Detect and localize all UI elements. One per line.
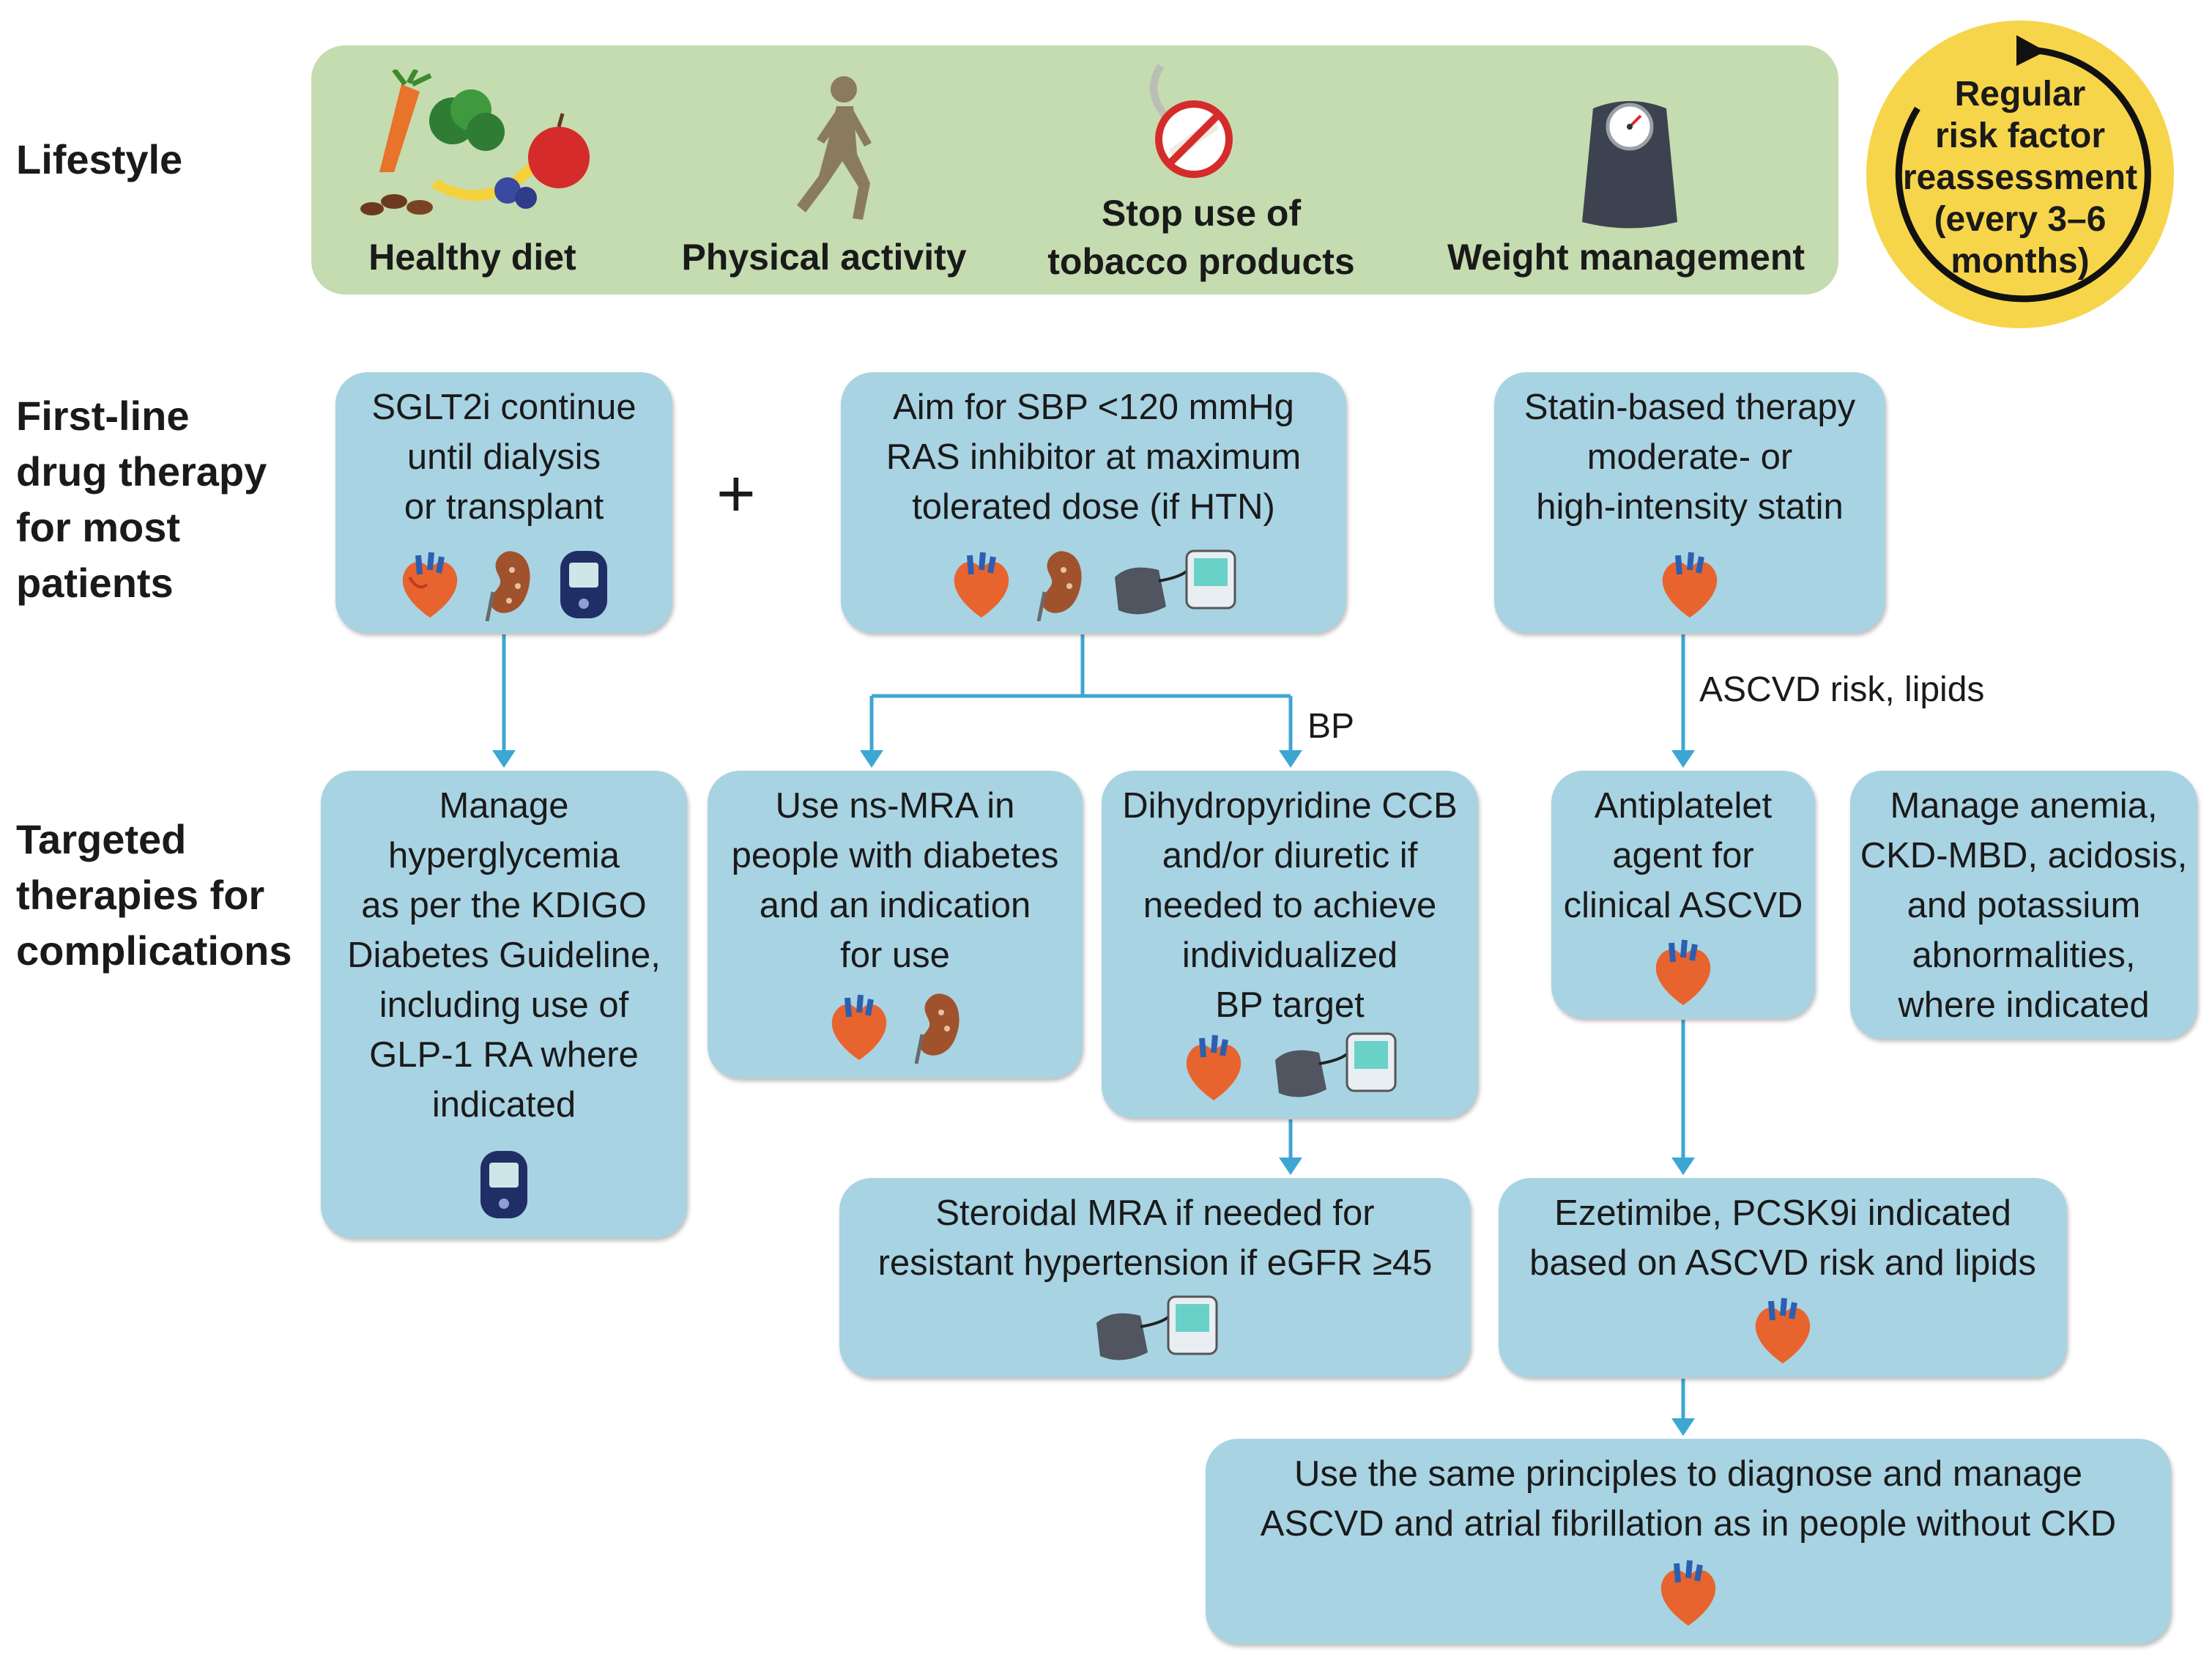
heart-icon xyxy=(1662,552,1718,618)
plus-sign: + xyxy=(716,456,756,531)
heart-icon xyxy=(1655,939,1711,1005)
bp-monitor-icon xyxy=(1115,549,1236,615)
bp-monitor-icon xyxy=(1096,1295,1218,1360)
runner-icon xyxy=(797,76,872,220)
no-smoking-icon xyxy=(1150,64,1233,178)
row-label-first-line: First-line drug therapy for most patient… xyxy=(16,393,267,606)
box-ns-mra: Use ns-MRA in people with diabetes and a… xyxy=(708,771,1083,1078)
circular-arrow-icon xyxy=(1895,35,2151,303)
heart-icon xyxy=(1186,1034,1242,1100)
box-ras-inhibitor: Aim for SBP <120 mmHg RAS inhibitor at m… xyxy=(841,372,1346,633)
box-same-principles: Use the same principles to diagnose and … xyxy=(1206,1439,2171,1644)
kidney-icon xyxy=(914,993,960,1064)
healthy-diet-icon xyxy=(360,70,590,215)
edge-label-ascvd: ASCVD risk, lipids xyxy=(1699,670,1985,709)
reassessment-text: Regular risk factor reassessment (every … xyxy=(1902,75,2138,281)
kidney-icon xyxy=(485,551,530,621)
box-ccb: Dihydropyridine CCB and/or diuretic if n… xyxy=(1102,771,1478,1118)
heart-icon xyxy=(831,994,887,1060)
glucose-meter-icon xyxy=(480,1151,527,1218)
box-anemia: Manage anemia, CKD-MBD, acidosis, and po… xyxy=(1850,771,2197,1039)
heart-icon xyxy=(1755,1297,1811,1363)
box-antiplatelet: Antiplatelet agent for clinical ASCVD xyxy=(1551,771,1815,1018)
heart-icon xyxy=(1660,1560,1716,1626)
box-hyperglycemia: Manage hyperglycemia as per the KDIGO Di… xyxy=(321,771,687,1238)
box-statin: Statin-based therapy moderate- or high-i… xyxy=(1494,372,1885,633)
weight-scale-icon xyxy=(1582,101,1677,229)
lifestyle-healthy-diet: Healthy diet xyxy=(368,237,576,278)
box-steroidal-mra: Steroidal MRA if needed for resistant hy… xyxy=(839,1178,1471,1377)
heart-icon xyxy=(954,552,1009,618)
box-ezetimibe: Ezetimibe, PCSK9i indicated based on ASC… xyxy=(1499,1178,2067,1377)
lifestyle-weight-management: Weight management xyxy=(1447,237,1805,278)
glucose-meter-icon xyxy=(560,551,607,618)
box-sglt2i: SGLT2i continue until dialysis or transp… xyxy=(335,372,672,633)
row-label-lifestyle: Lifestyle xyxy=(16,136,183,182)
heart-icon xyxy=(402,552,458,618)
bp-monitor-icon xyxy=(1275,1032,1397,1097)
edge-label-bp: BP xyxy=(1307,707,1355,746)
row-label-targeted: Targeted therapies for complications xyxy=(16,816,292,974)
lifestyle-stop-tobacco: Stop use of tobacco products xyxy=(1047,193,1355,282)
lifestyle-physical-activity: Physical activity xyxy=(681,237,967,278)
reassessment-badge: Regular risk factor reassessment (every … xyxy=(1866,21,2174,328)
kidney-icon xyxy=(1036,551,1082,621)
